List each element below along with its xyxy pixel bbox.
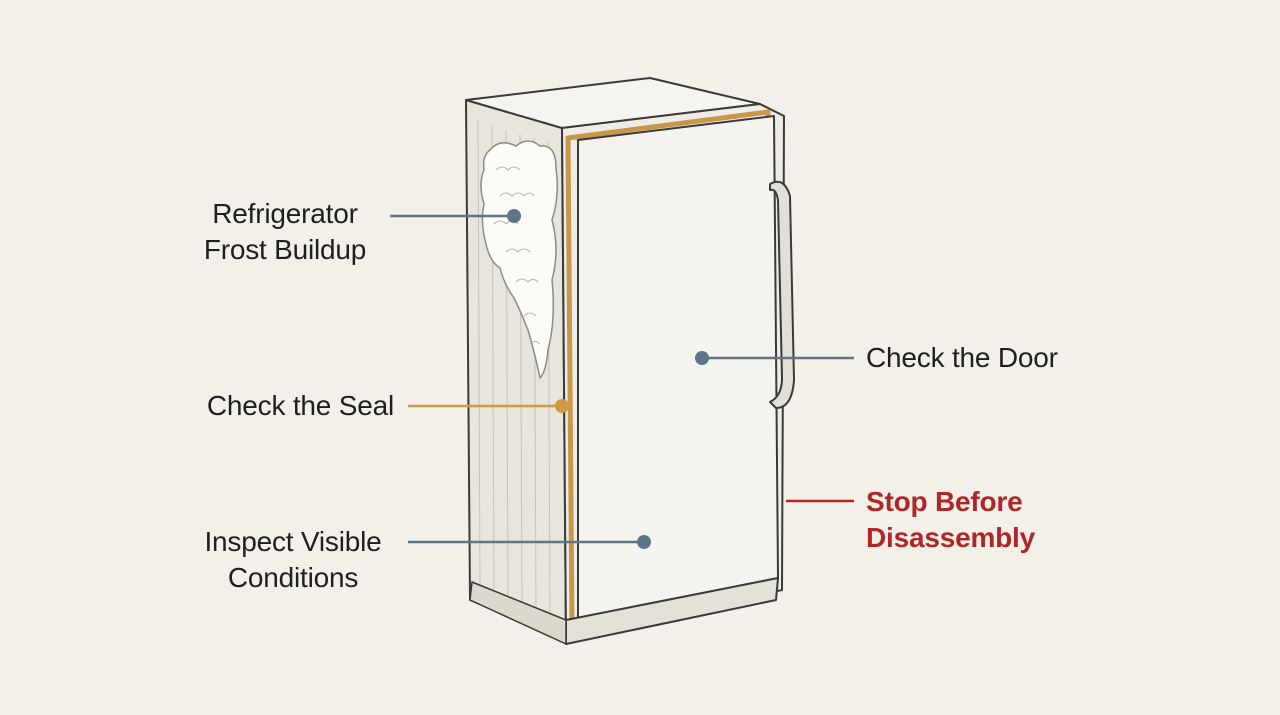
stop-callout-line1: Stop Before xyxy=(866,486,1023,517)
inspect-callout-line1: Inspect Visible xyxy=(204,526,382,557)
frost-callout-line1: Refrigerator xyxy=(212,198,358,229)
seal-callout-label: Check the Seal xyxy=(180,388,394,424)
door-handle xyxy=(769,180,795,409)
stop-callout-line2: Disassembly xyxy=(866,522,1036,553)
frost-leader-dot xyxy=(507,209,521,223)
frost-texture xyxy=(493,166,541,345)
door-callout-line1: Check the Door xyxy=(866,342,1058,373)
cabinet-base-side xyxy=(469,581,567,645)
inspect-leader-dot xyxy=(637,535,651,549)
door-callout-label: Check the Door xyxy=(866,340,1106,376)
door-leader-dot xyxy=(695,351,709,365)
stop-callout-label: Stop Before Disassembly xyxy=(866,484,1086,556)
frost-callout-label: Refrigerator Frost Buildup xyxy=(190,196,380,268)
inspect-callout-label: Inspect Visible Conditions xyxy=(184,524,402,596)
inspect-callout-line2: Conditions xyxy=(227,562,359,593)
seal-callout-line1: Check the Seal xyxy=(206,390,394,421)
frost-callout-line2: Frost Buildup xyxy=(203,234,367,265)
seal-leader-dot xyxy=(555,399,569,413)
